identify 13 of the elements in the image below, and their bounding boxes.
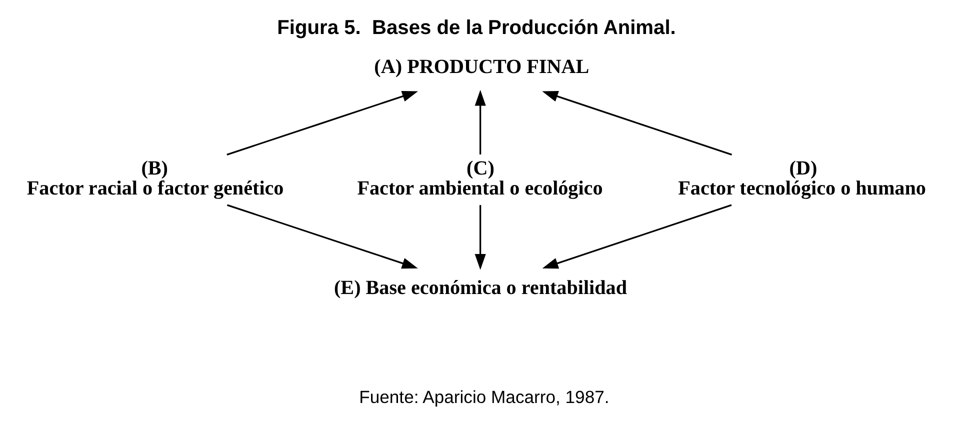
arrow [474, 204, 486, 270]
node-text: (D) Factor tecnológico o humano [678, 157, 926, 200]
node-text: (E) Base económica o rentabilidad [334, 276, 627, 298]
node-text: (C) Factor ambiental o ecológico [357, 157, 603, 200]
node-text: (A) PRODUCTO FINAL [374, 55, 590, 78]
arrow [542, 204, 732, 268]
diagram-title: Figura 5. Bases de la Producción Animal. [277, 16, 676, 38]
arrow [226, 204, 418, 268]
node-text: (B) Factor racial o factor genético [26, 157, 284, 200]
caption: Fuente: Aparicio Macarro, 1987. [359, 386, 610, 407]
arrow [226, 90, 418, 155]
arrow [542, 90, 732, 155]
arrow [474, 89, 486, 154]
